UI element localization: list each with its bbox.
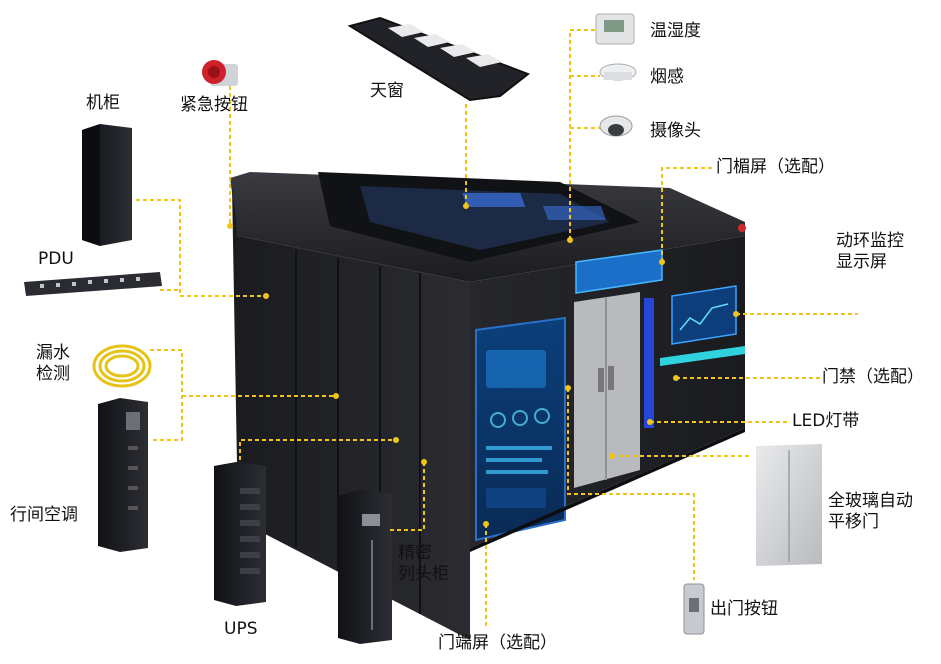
exit-button-image xyxy=(683,583,705,635)
label-skylight: 天窗 xyxy=(370,81,404,101)
label-temp-humidity: 温湿度 xyxy=(650,21,701,41)
label-precision-2: 列头柜 xyxy=(398,564,449,584)
label-ups: UPS xyxy=(224,619,258,639)
label-leak-1: 漏水 xyxy=(36,343,70,363)
label-env-monitor-2: 显示屏 xyxy=(836,252,887,272)
label-leak-2: 检测 xyxy=(36,364,70,384)
label-smoke: 烟感 xyxy=(650,67,684,87)
label-exit-button: 出门按钮 xyxy=(710,599,778,619)
label-led-strip: LED灯带 xyxy=(792,411,860,431)
camera-image xyxy=(599,115,633,137)
smoke-detector-image xyxy=(599,63,637,81)
pdu-image xyxy=(24,272,162,296)
glass-door-image xyxy=(756,444,822,566)
label-pdu: PDU xyxy=(38,249,74,269)
label-cabinet: 机柜 xyxy=(86,93,120,113)
label-precision-1: 精密 xyxy=(398,543,432,563)
leader-lines xyxy=(136,29,858,628)
precision-cabinet-image xyxy=(338,490,392,644)
label-glass-door-1: 全玻璃自动 xyxy=(828,491,913,511)
micro-module-body xyxy=(230,172,746,640)
row-ac-image xyxy=(98,398,148,552)
label-access-control: 门禁（选配） xyxy=(822,367,924,387)
label-emergency-button: 紧急按钮 xyxy=(180,95,248,115)
label-lintel-screen: 门楣屏（选配） xyxy=(716,157,835,177)
label-env-monitor-1: 动环监控 xyxy=(836,231,904,251)
cabinet-image xyxy=(82,124,132,246)
label-end-screen: 门端屏（选配） xyxy=(438,633,557,653)
label-glass-door-2: 平移门 xyxy=(828,512,879,532)
skylight-image xyxy=(347,16,531,102)
leader-dots xyxy=(227,203,739,527)
temp-humidity-image xyxy=(595,13,635,45)
label-row-ac: 行间空调 xyxy=(10,505,78,525)
emergency-button-image xyxy=(202,60,238,86)
ups-image xyxy=(214,462,266,606)
leak-detection-image xyxy=(92,344,152,388)
label-camera: 摄像头 xyxy=(650,121,701,141)
